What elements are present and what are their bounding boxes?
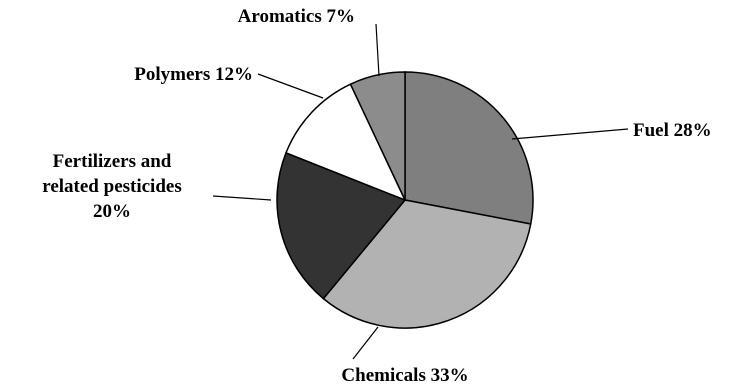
leader-line-fuel (511, 128, 629, 140)
leader-line-polymers (257, 73, 324, 99)
pie-slice-fertilizers (276, 151, 407, 300)
slice-label-polymers: Polymers 12% (134, 64, 253, 85)
pie-slices (276, 71, 534, 329)
leader-line-chemicals (352, 326, 379, 360)
slice-label-fuel: Fuel 28% (633, 120, 712, 141)
slice-label-aromatics: Aromatics 7% (238, 6, 355, 27)
pie-slice-chemicals (322, 199, 532, 329)
pie-slice-aromatics (349, 71, 406, 201)
slice-label-chemicals: Chemicals 33% (341, 365, 468, 386)
pie-slice-polymers (285, 83, 407, 202)
leader-line-fertilizers (212, 195, 272, 201)
pie-slice-fuel (404, 71, 534, 225)
leader-line-aromatics (375, 23, 380, 77)
